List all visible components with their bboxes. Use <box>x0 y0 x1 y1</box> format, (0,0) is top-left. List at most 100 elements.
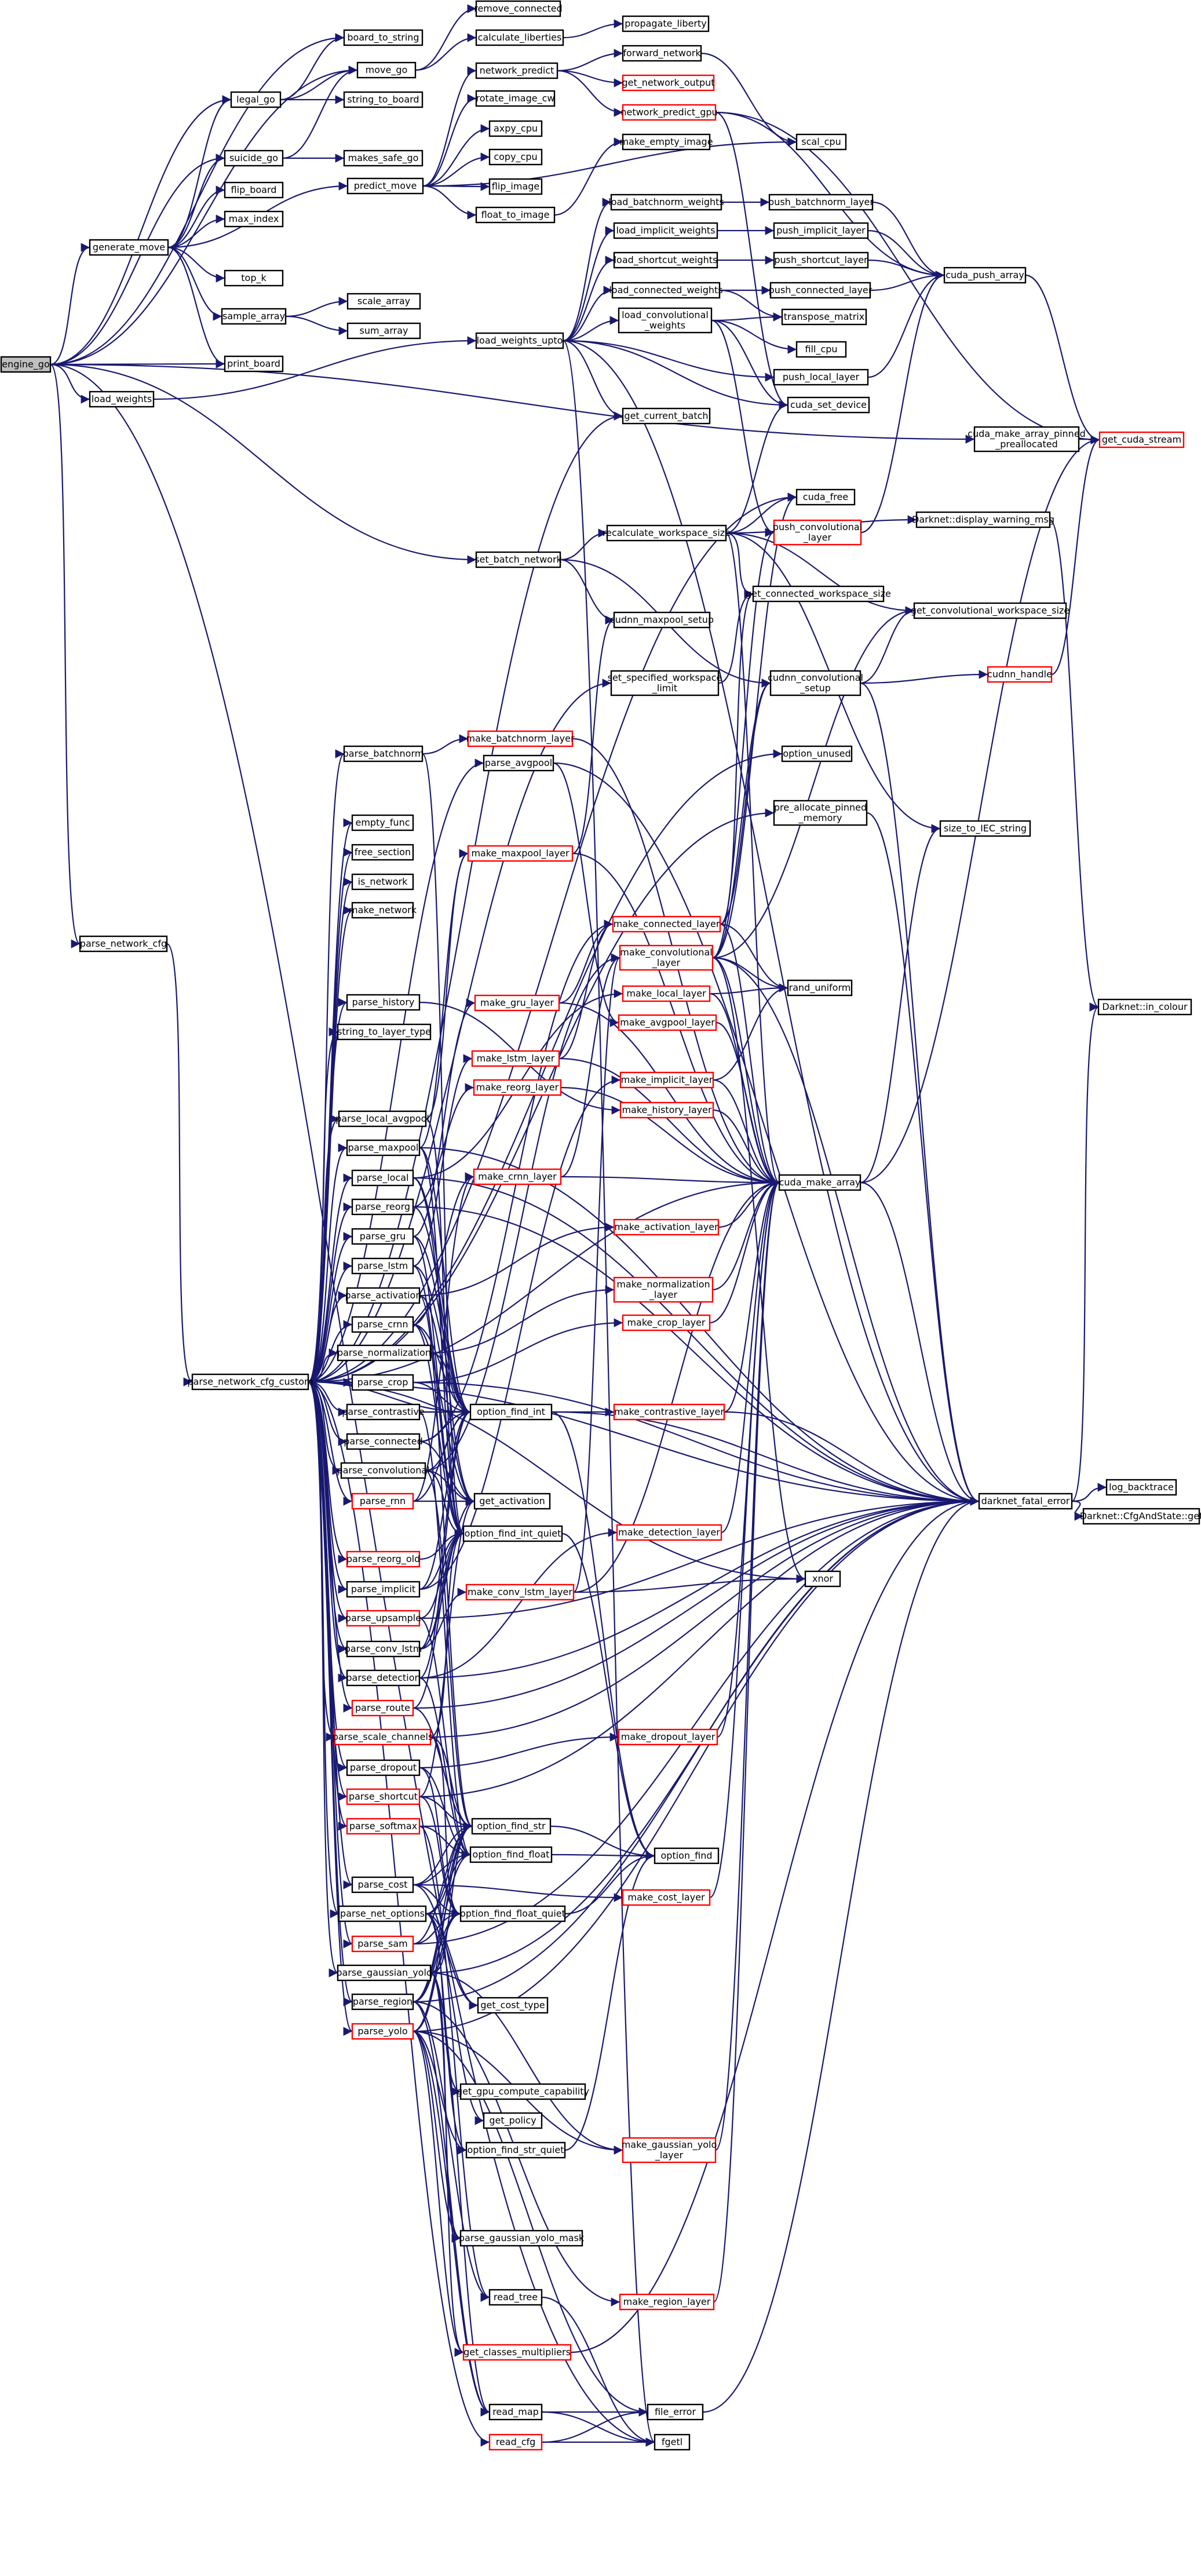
node-top_k[interactable]: top_k <box>224 269 284 287</box>
node-make_connected_layer[interactable]: make_connected_layer <box>612 915 721 933</box>
node-option_find_int_quiet[interactable]: option_find_int_quiet <box>462 1525 563 1542</box>
node-make_contrastive_layer[interactable]: make_contrastive_layer <box>613 1403 725 1421</box>
node-recalculate_workspace_size[interactable]: recalculate_workspace_size <box>603 524 731 542</box>
node-scal_cpu[interactable]: scal_cpu <box>795 133 847 151</box>
node-read_tree[interactable]: read_tree <box>488 2289 543 2306</box>
node-make_detection_layer[interactable]: make_detection_layer <box>616 1524 722 1541</box>
node-forward_network[interactable]: forward_network <box>622 45 702 62</box>
node-make_crop_layer[interactable]: make_crop_layer <box>622 1314 711 1331</box>
node-flip_board[interactable]: flip_board <box>224 181 284 199</box>
node-calculate_liberties[interactable]: calculate_liberties <box>475 29 564 46</box>
node-parse_reorg_old[interactable]: parse_reorg_old <box>346 1550 420 1568</box>
node-parse_shortcut[interactable]: parse_shortcut <box>346 1788 421 1805</box>
node-max_index[interactable]: max_index <box>224 210 284 228</box>
node-string_to_layer_type[interactable]: string_to_layer_type <box>337 1023 432 1041</box>
node-set_specified_workspace_limit[interactable]: set_specified_workspace_limit <box>608 670 722 696</box>
node-load_weights[interactable]: load_weights <box>89 391 155 408</box>
node-cudnn_handle[interactable]: cudnn_handle <box>987 666 1053 683</box>
node-parse_gru[interactable]: parse_gru <box>351 1228 414 1245</box>
node-parse_scale_channels[interactable]: parse_scale_channels <box>333 1728 433 1746</box>
node-parse_detection[interactable]: parse_detection <box>346 1669 421 1687</box>
node-log_backtrace[interactable]: log_backtrace <box>1105 1479 1177 1496</box>
node-push_convolutional_layer[interactable]: push_convolutional_layer <box>773 519 862 546</box>
node-fill_cpu[interactable]: fill_cpu <box>795 341 847 358</box>
node-get_classes_multipliers[interactable]: get_classes_multipliers <box>462 2344 572 2361</box>
node-parse_route[interactable]: parse_route <box>351 1699 414 1717</box>
node-parse_connected[interactable]: parse_connected <box>344 1433 423 1450</box>
node-make_reorg_layer[interactable]: make_reorg_layer <box>473 1079 562 1096</box>
node-make_avgpool_layer[interactable]: make_avgpool_layer <box>618 1014 717 1031</box>
node-file_error[interactable]: file_error <box>647 2403 704 2421</box>
node-move_go[interactable]: move_go <box>356 61 417 79</box>
node-get_cost_type[interactable]: get_cost_type <box>477 1997 549 2014</box>
node-load_implicit_weights[interactable]: load_implicit_weights <box>613 222 718 239</box>
node-load_batchnorm_weights[interactable]: load_batchnorm_weights <box>608 194 724 211</box>
node-make_history_layer[interactable]: make_history_layer <box>619 1101 714 1119</box>
node-parse_lstm[interactable]: parse_lstm <box>351 1257 414 1275</box>
node-option_find_str_quiet[interactable]: option_find_str_quiet <box>465 2141 566 2159</box>
node-copy_cpu[interactable]: copy_cpu <box>488 148 543 166</box>
node-make_batchnorm_layer[interactable]: make_batchnorm_layer <box>466 730 575 747</box>
node-Darknet_display_warning_msg[interactable]: Darknet::display_warning_msg <box>912 511 1054 528</box>
node-make_gru_layer[interactable]: make_gru_layer <box>474 994 560 1012</box>
node-make_network[interactable]: make_network <box>349 902 417 919</box>
node-network_predict[interactable]: network_predict <box>475 62 558 79</box>
node-parse_network_cfg_custom[interactable]: parse_network_cfg_custom <box>187 1373 313 1391</box>
node-cuda_free[interactable]: cuda_free <box>795 488 856 506</box>
node-read_cfg[interactable]: read_cfg <box>488 2433 543 2451</box>
node-parse_rnn[interactable]: parse_rnn <box>351 1493 414 1510</box>
node-load_convolutional_weights[interactable]: load_convolutional_weights <box>618 307 713 334</box>
node-parse_cost[interactable]: parse_cost <box>351 1876 414 1893</box>
node-make_implicit_layer[interactable]: make_implicit_layer <box>619 1071 714 1089</box>
node-parse_maxpool[interactable]: parse_maxpool <box>346 1139 421 1156</box>
node-axpy_cpu[interactable]: axpy_cpu <box>488 120 543 137</box>
node-parse_reorg[interactable]: parse_reorg <box>351 1198 414 1216</box>
node-make_maxpool_layer[interactable]: make_maxpool_layer <box>467 845 574 862</box>
node-get_cuda_stream[interactable]: get_cuda_stream <box>1098 431 1185 448</box>
node-parse_local_avgpool[interactable]: parse_local_avgpool <box>335 1110 429 1128</box>
node-empty_func[interactable]: empty_func <box>351 814 414 831</box>
node-option_unused[interactable]: option_unused <box>781 745 853 762</box>
node-parse_local[interactable]: parse_local <box>351 1169 414 1187</box>
node-get_gpu_compute_capability[interactable]: get_gpu_compute_capability <box>457 2083 589 2100</box>
node-Darknet_CfgAndState_get[interactable]: Darknet::CfgAndState::get <box>1080 1508 1201 1525</box>
node-parse_convolutional[interactable]: parse_convolutional <box>337 1462 430 1479</box>
node-make_crnn_layer[interactable]: make_crnn_layer <box>473 1168 562 1185</box>
node-makes_safe_go[interactable]: makes_safe_go <box>343 149 424 167</box>
node-push_batchnorm_layer[interactable]: push_batchnorm_layer <box>768 194 874 211</box>
node-option_find_float_quiet[interactable]: option_find_float_quiet <box>459 1905 566 1922</box>
node-parse_crnn[interactable]: parse_crnn <box>351 1316 414 1333</box>
node-parse_upsample[interactable]: parse_upsample <box>345 1610 421 1627</box>
node-cuda_make_array_pinned_preallocated[interactable]: cuda_make_array_pinned_preallocated <box>968 426 1086 453</box>
node-suicide_go[interactable]: suicide_go <box>224 149 284 167</box>
node-darknet_fatal_error[interactable]: darknet_fatal_error <box>978 1493 1073 1510</box>
node-push_implicit_layer[interactable]: push_implicit_layer <box>773 222 869 239</box>
node-read_map[interactable]: read_map <box>488 2403 543 2421</box>
node-get_current_batch[interactable]: get_current_batch <box>622 407 711 425</box>
node-cuda_set_device[interactable]: cuda_set_device <box>787 396 870 414</box>
node-make_cost_layer[interactable]: make_cost_layer <box>622 1889 711 1906</box>
node-parse_gaussian_yolo[interactable]: parse_gaussian_yolo <box>336 1964 432 1982</box>
node-fgetl[interactable]: fgetl <box>654 2433 691 2451</box>
node-load_connected_weights[interactable]: load_connected_weights <box>609 282 723 299</box>
node-Darknet_in_colour[interactable]: Darknet::in_colour <box>1097 998 1192 1016</box>
node-get_convolutional_workspace_size[interactable]: get_convolutional_workspace_size <box>911 602 1069 619</box>
node-make_lstm_layer[interactable]: make_lstm_layer <box>471 1050 560 1067</box>
node-parse_normalization[interactable]: parse_normalization <box>337 1344 432 1362</box>
node-cuda_make_array[interactable]: cuda_make_array <box>778 1174 861 1191</box>
node-parse_network_cfg[interactable]: parse_network_cfg <box>79 935 168 953</box>
node-parse_gaussian_yolo_mask[interactable]: parse_gaussian_yolo_mask <box>459 2230 585 2247</box>
node-string_to_board[interactable]: string_to_board <box>343 91 424 108</box>
node-get_connected_workspace_size[interactable]: get_connected_workspace_size <box>746 585 891 603</box>
node-make_normalization_layer[interactable]: make_normalization_layer <box>613 1276 714 1303</box>
node-board_to_string[interactable]: board_to_string <box>343 29 424 46</box>
node-engine_go[interactable]: engine_go <box>0 356 52 373</box>
node-rotate_image_cw[interactable]: rotate_image_cw <box>475 90 556 107</box>
node-cudnn_convolutional_setup[interactable]: cudnn_convolutional_setup <box>768 670 863 696</box>
node-remove_connected[interactable]: remove_connected <box>474 0 563 17</box>
node-make_gaussian_yolo_layer[interactable]: make_gaussian_yolo_layer <box>622 2137 717 2163</box>
node-cudnn_maxpool_setup[interactable]: cudnn_maxpool_setup <box>610 611 714 629</box>
node-parse_implicit[interactable]: parse_implicit <box>346 1581 421 1598</box>
node-push_connected_layer[interactable]: push_connected_layer <box>769 282 873 299</box>
node-make_conv_lstm_layer[interactable]: make_conv_lstm_layer <box>465 1583 575 1601</box>
